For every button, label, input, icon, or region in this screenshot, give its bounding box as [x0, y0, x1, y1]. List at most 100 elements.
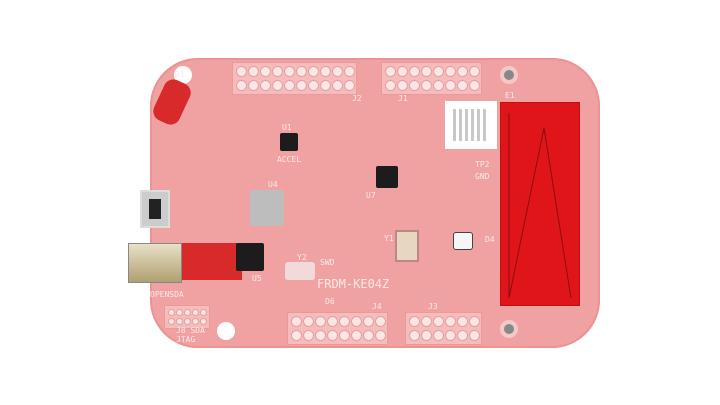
- header-pin: [308, 66, 319, 77]
- header-pin: [344, 66, 355, 77]
- label-tp2: TP2: [475, 160, 490, 169]
- board-name-label: FRDM-KE04Z: [317, 277, 390, 291]
- label-e1: E1: [505, 91, 515, 100]
- mcu-chip-u7: [376, 166, 398, 188]
- header-pin: [176, 309, 183, 316]
- header-pin: [344, 80, 355, 91]
- header-pin: [296, 66, 307, 77]
- mounting-hole: [500, 320, 518, 338]
- header-pin: [192, 309, 199, 316]
- label-y1: Y1: [384, 234, 394, 243]
- header-pin: [291, 316, 302, 327]
- header-pin: [320, 66, 331, 77]
- header-pin: [385, 80, 396, 91]
- header-pin: [192, 318, 199, 325]
- header-pin: [363, 330, 374, 341]
- switch-sw[interactable]: [453, 232, 473, 250]
- header-pin: [375, 316, 386, 327]
- header-pin: [184, 309, 191, 316]
- header-pin: [385, 66, 396, 77]
- opensda-highlight: [180, 243, 242, 280]
- header-pin: [469, 66, 480, 77]
- header-pin: [409, 316, 420, 327]
- mounting-hole: [174, 66, 192, 84]
- header-pin: [291, 330, 302, 341]
- label-accel: ACCEL: [277, 155, 302, 164]
- header-pin: [445, 316, 456, 327]
- header-pin: [433, 316, 444, 327]
- label-u7: U7: [366, 191, 376, 200]
- label-gnd: GND: [475, 172, 490, 181]
- header-pin: [351, 316, 362, 327]
- header-j8: [164, 305, 210, 329]
- header-pin: [327, 316, 338, 327]
- crystal-y1: [395, 230, 419, 262]
- header-pin: [445, 66, 456, 77]
- qr-code: [445, 101, 497, 149]
- header-pin: [445, 330, 456, 341]
- header-pin: [248, 66, 259, 77]
- header-pin: [332, 80, 343, 91]
- header-pin: [457, 316, 468, 327]
- mounting-hole: [217, 322, 235, 340]
- header-pin: [397, 80, 408, 91]
- opensda-chip-u5: [236, 243, 264, 271]
- header-pin: [168, 309, 175, 316]
- reset-button[interactable]: [140, 190, 170, 228]
- header-pin: [457, 66, 468, 77]
- label-opensda: OPENSDA: [150, 290, 184, 299]
- header-pin: [200, 309, 207, 316]
- header-pin: [421, 330, 432, 341]
- header-pin: [421, 66, 432, 77]
- label-j4: J4: [372, 302, 382, 311]
- header-j2: [232, 62, 357, 95]
- header-pin: [200, 318, 207, 325]
- label-y2: Y2: [297, 253, 307, 262]
- label-j3: J3: [428, 302, 438, 311]
- header-pin: [363, 316, 374, 327]
- header-pin: [433, 66, 444, 77]
- header-pin: [375, 330, 386, 341]
- label-swd: SWD: [320, 258, 335, 267]
- header-pin: [433, 80, 444, 91]
- header-pin: [236, 66, 247, 77]
- header-j3: [405, 312, 482, 345]
- header-pin: [397, 66, 408, 77]
- header-pin: [332, 66, 343, 77]
- header-pin: [296, 80, 307, 91]
- chip-u4: [250, 190, 284, 226]
- mounting-hole: [500, 66, 518, 84]
- header-pin: [469, 330, 480, 341]
- header-pin: [236, 80, 247, 91]
- header-pin: [272, 80, 283, 91]
- header-pin: [248, 80, 259, 91]
- header-j1: [381, 62, 482, 95]
- header-pin: [457, 80, 468, 91]
- label-j1: J1: [398, 94, 408, 103]
- header-pin: [433, 330, 444, 341]
- header-pin: [176, 318, 183, 325]
- header-pin: [409, 80, 420, 91]
- header-pin: [260, 80, 271, 91]
- header-pin: [315, 330, 326, 341]
- header-pin: [457, 330, 468, 341]
- header-pin: [327, 330, 338, 341]
- header-pin: [168, 318, 175, 325]
- crystal-y2: [285, 262, 315, 280]
- accelerometer-chip-u1: [280, 133, 298, 151]
- header-pin: [421, 316, 432, 327]
- label-j2: J2: [352, 94, 362, 103]
- label-u5: U5: [252, 274, 262, 283]
- header-pin: [260, 66, 271, 77]
- label-jtag: J8 SDA JTAG: [176, 326, 205, 344]
- label-d1: D1: [175, 70, 185, 79]
- label-d4: D4: [485, 235, 495, 244]
- header-pin: [184, 318, 191, 325]
- usb-connector[interactable]: [128, 243, 182, 283]
- header-pin: [421, 80, 432, 91]
- header-pin: [469, 316, 480, 327]
- header-pin: [315, 316, 326, 327]
- label-d6: D6: [325, 297, 335, 306]
- header-pin: [409, 66, 420, 77]
- header-pin: [284, 66, 295, 77]
